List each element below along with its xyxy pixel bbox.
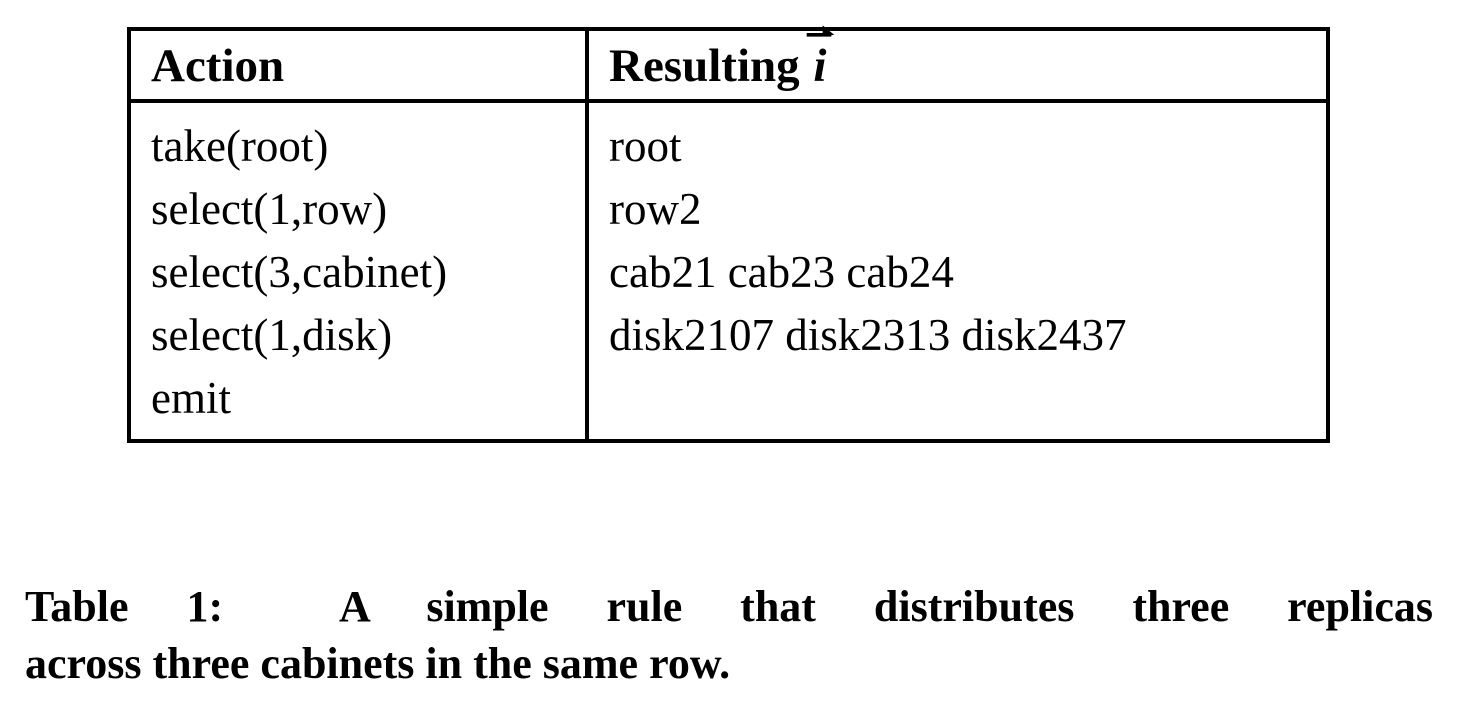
list-item: root (609, 121, 682, 171)
table-header-cell-action: Action (131, 31, 589, 103)
list-item (609, 367, 1318, 430)
list-item: cab21 cab23 cab24 (609, 247, 954, 297)
rule-table-container: Action Resulting i take(root) select(1,r… (127, 25, 1330, 443)
list-item: emit (151, 373, 231, 423)
table-caption: Table 1: A simple rule that distributes … (25, 578, 1433, 692)
caption-line-1: Table 1: A simple rule that distributes … (25, 578, 1433, 635)
header-action-label: Action (151, 40, 285, 92)
table-header-row: Action Resulting i (131, 25, 1326, 103)
table-header-cell-resulting: Resulting i (587, 25, 1326, 103)
header-resulting-label: Resulting i (589, 25, 1326, 99)
list-item: select(1,disk) (151, 310, 393, 360)
caption-label: Table 1: (25, 582, 224, 631)
vector-i-symbol: i (806, 25, 835, 92)
list-item: select(1,row) (151, 184, 388, 234)
resulting-list: root row2 cab21 cab23 cab24 disk2107 dis… (589, 103, 1326, 440)
action-list: take(root) select(1,row) select(3,cabine… (131, 103, 585, 440)
rule-table: Action Resulting i take(root) select(1,r… (131, 25, 1326, 440)
list-item: take(root) (151, 121, 329, 171)
caption-line-1-text: A simple rule that distributes three rep… (339, 582, 1434, 631)
vector-arrow-icon (806, 21, 836, 41)
list-item: select(3,cabinet) (151, 247, 448, 297)
table-body-row: take(root) select(1,row) select(3,cabine… (131, 101, 1326, 440)
caption-line-2: across three cabinets in the same row. (25, 639, 731, 688)
header-resulting-text: Resulting (609, 40, 812, 92)
table-cell-resulting: root row2 cab21 cab23 cab24 disk2107 dis… (587, 101, 1326, 440)
list-item: row2 (609, 184, 702, 234)
table-cell-actions: take(root) select(1,row) select(3,cabine… (131, 101, 589, 440)
list-item: disk2107 disk2313 disk2437 (609, 310, 1127, 360)
vector-i-letter: i (813, 40, 827, 92)
